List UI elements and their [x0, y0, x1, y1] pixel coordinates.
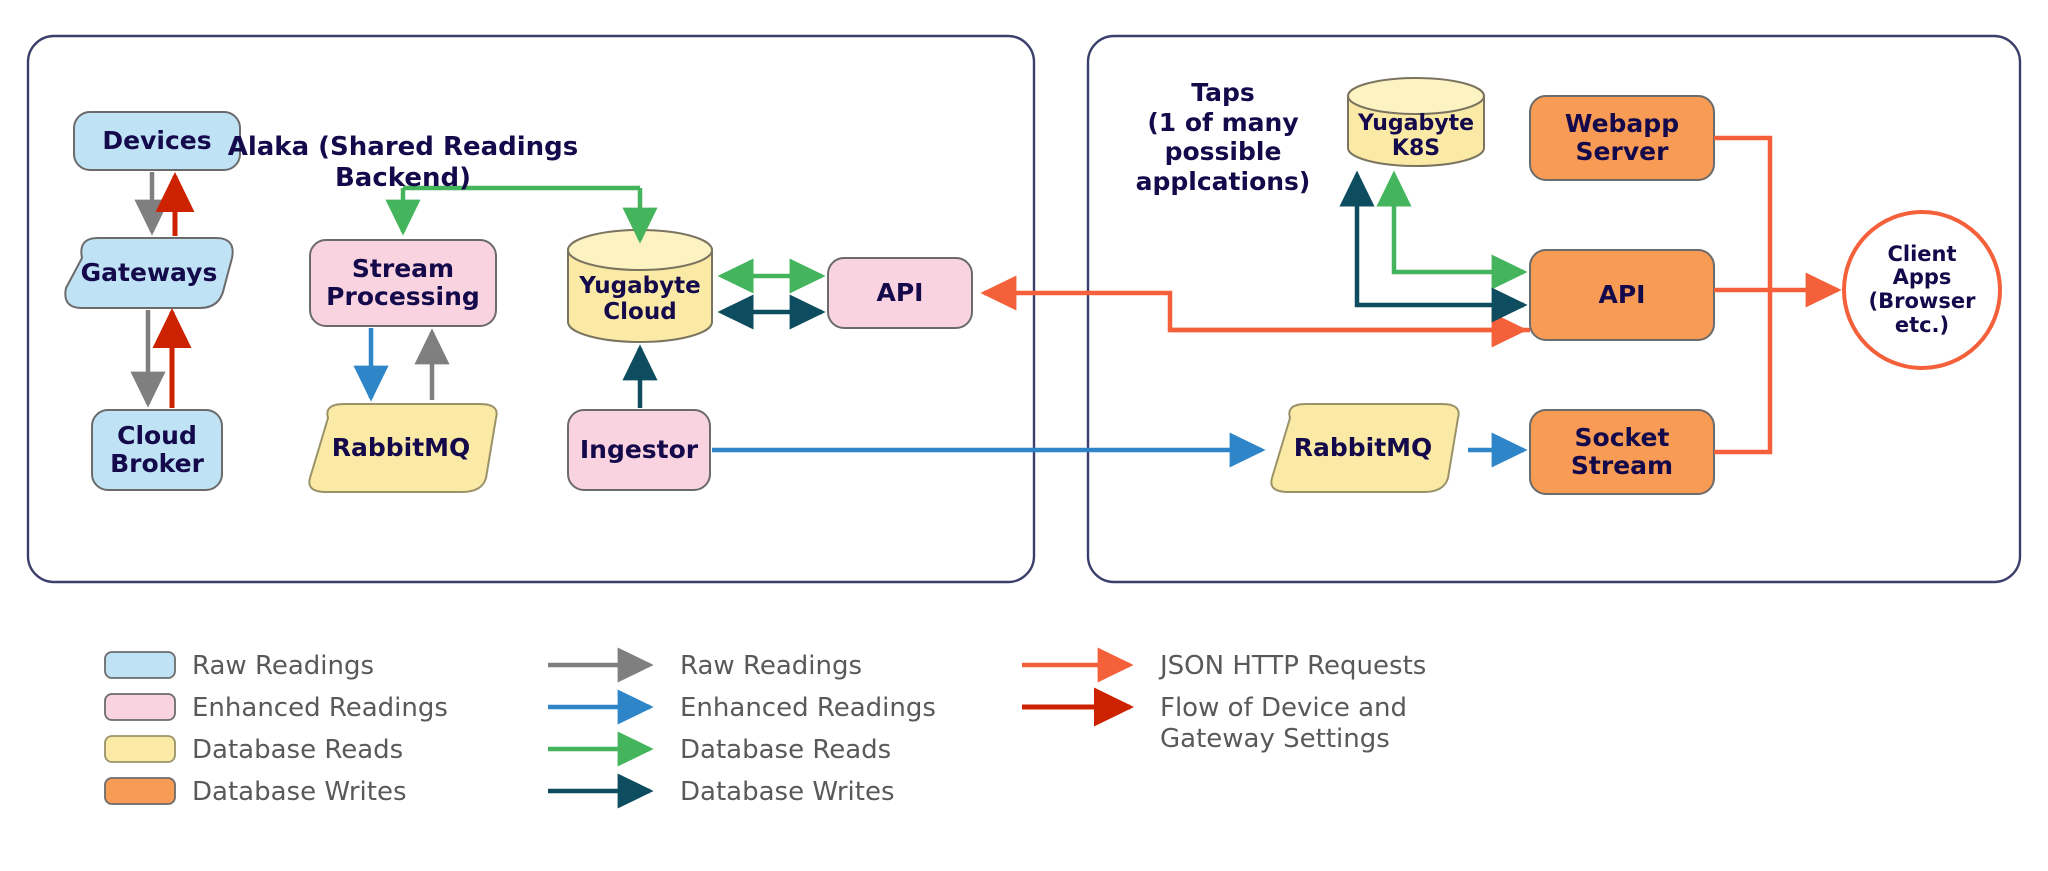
- legend-swatch-label-database-reads: Database Reads: [192, 735, 404, 765]
- node-rabbitmq-left[interactable]: [308, 403, 498, 493]
- node-stream-processing[interactable]: [309, 239, 497, 327]
- legend-swatch-raw-readings: [104, 651, 176, 679]
- legend-swatch-label-raw-readings: Raw Readings: [192, 651, 375, 681]
- node-yugabyte-cloud[interactable]: [567, 229, 713, 343]
- node-cloud-broker[interactable]: [91, 409, 223, 491]
- legend-swatch-enhanced-readings: [104, 693, 176, 721]
- edge-api-right-reads-elbow: [1376, 170, 1528, 290]
- right-panel-title: Taps (1 of many possible applcations): [1135, 78, 1311, 196]
- legend-arrow-label-raw-readings: Raw Readings: [680, 651, 863, 681]
- node-webapp-server[interactable]: [1529, 95, 1715, 181]
- node-api-right[interactable]: [1529, 249, 1715, 341]
- legend-arrow-label-database-reads: Database Reads: [680, 735, 892, 765]
- legend-arrow-label-json-http-requests: JSON HTTP Requests: [1160, 651, 1427, 681]
- node-ingestor[interactable]: [567, 409, 711, 491]
- legend-swatch-label-database-writes: Database Writes: [192, 777, 407, 807]
- legend-arrow-label-settings-flow: Flow of Device and Gateway Settings: [1160, 693, 1408, 754]
- legend-swatch-label-enhanced-readings: Enhanced Readings: [192, 693, 448, 723]
- node-gateways[interactable]: [64, 237, 234, 309]
- node-client-apps[interactable]: [1842, 210, 2002, 370]
- left-panel-title: Alaka (Shared Readings Backend): [227, 132, 579, 193]
- legend-swatch-database-writes: [104, 777, 176, 805]
- node-devices[interactable]: [73, 111, 241, 171]
- node-rabbitmq-right[interactable]: [1270, 403, 1460, 493]
- legend-arrow-label-enhanced-readings: Enhanced Readings: [680, 693, 936, 723]
- right-panel: [1086, 34, 2022, 584]
- edge-api-right-to-api-left-json: [980, 275, 1530, 333]
- legend-swatch-database-reads: [104, 735, 176, 763]
- edge-webapp-server-to-socketstream-json: [1714, 135, 1773, 455]
- node-socket-stream[interactable]: [1529, 409, 1715, 495]
- left-panel: [26, 34, 1036, 584]
- legend-arrow-label-database-writes: Database Writes: [680, 777, 895, 807]
- node-yugabyte-k8s[interactable]: [1347, 77, 1485, 167]
- node-api-left[interactable]: [827, 257, 973, 329]
- edge-api-right-writes-elbow: [1339, 170, 1528, 323]
